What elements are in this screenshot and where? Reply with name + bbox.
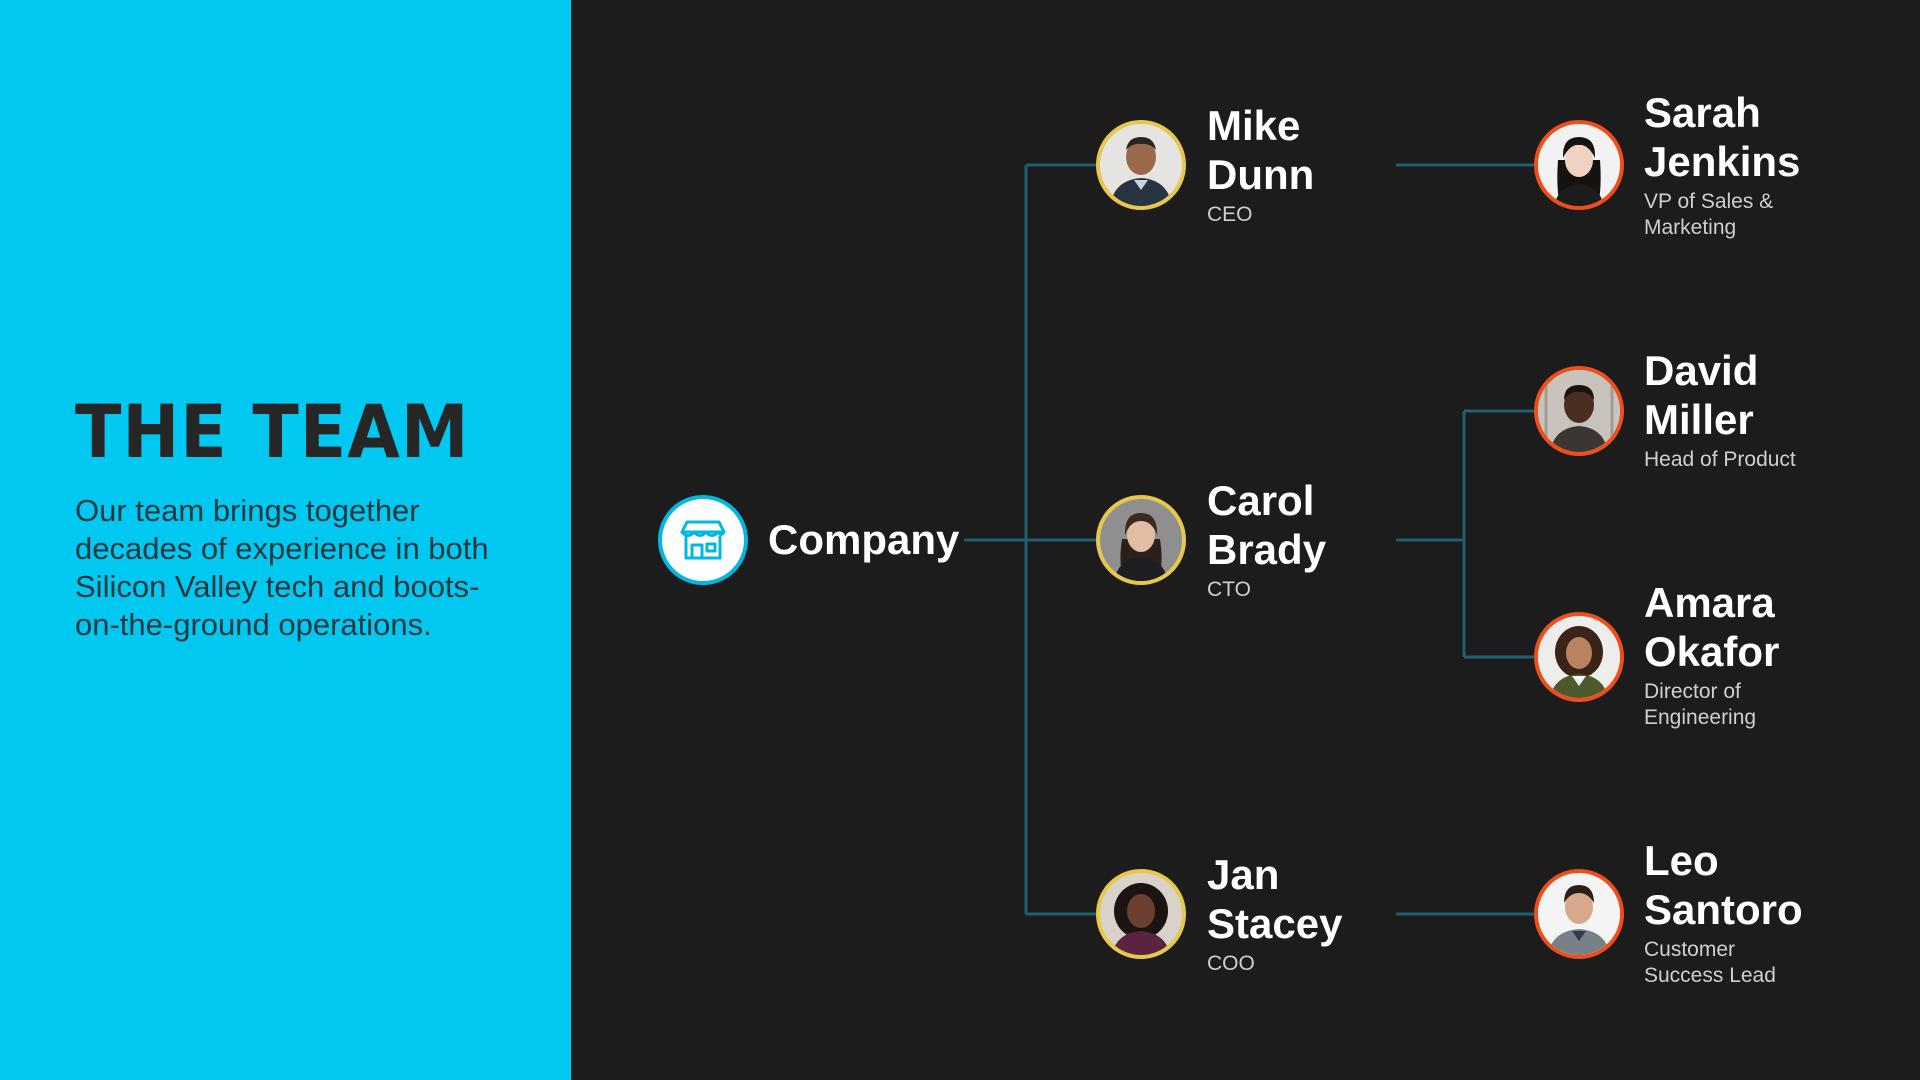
avatar-leo-santoro[interactable] [1534,869,1624,959]
person-role: CEO [1207,203,1253,226]
person-carol-brady: Carol Brady CTO [1207,476,1326,603]
person-first-name: Sarah [1644,89,1761,136]
person-photo-icon [1538,616,1620,698]
person-last-name: Dunn [1207,151,1315,198]
person-leo-santoro: Leo Santoro Customer Success Lead [1644,836,1803,989]
person-first-name: Jan [1207,851,1280,898]
person-photo-icon [1100,873,1182,955]
building-icon [680,520,726,560]
intro-panel: THE TEAM Our team brings together decade… [0,0,571,1080]
person-first-name: David [1644,347,1759,394]
avatar-sarah-jenkins[interactable] [1534,120,1624,210]
person-last-name: Brady [1207,526,1327,573]
avatar-mike-dunn[interactable] [1096,120,1186,210]
person-last-name: Jenkins [1644,138,1801,185]
person-role-continued: Marketing [1644,216,1737,239]
person-sarah-jenkins: Sarah Jenkins VP of Sales & Marketing [1644,88,1800,241]
person-role: CTO [1207,578,1251,601]
person-last-name: Okafor [1644,628,1780,675]
person-jan-stacey: Jan Stacey COO [1207,850,1342,977]
person-amara-okafor: Amara Okafor Director of Engineering [1644,578,1779,731]
person-role: Director of [1644,680,1741,703]
team-description: Our team brings together decades of expe… [75,493,489,642]
avatar-carol-brady[interactable] [1096,495,1186,585]
person-photo-icon [1538,124,1620,206]
person-role-continued: Success Lead [1644,964,1776,987]
avatar-amara-okafor[interactable] [1534,612,1624,702]
person-last-name: Miller [1644,396,1754,443]
avatar-david-miller[interactable] [1534,366,1624,456]
person-first-name: Carol [1207,477,1315,524]
person-first-name: Mike [1207,102,1301,149]
person-photo-icon [1538,873,1620,955]
company-label: Company [768,516,960,563]
avatar-jan-stacey[interactable] [1096,869,1186,959]
person-photo-icon [1538,370,1620,452]
person-role: VP of Sales & [1644,190,1774,213]
page-title: THE TEAM [75,389,470,476]
person-role: Head of Product [1644,448,1796,471]
company-node[interactable] [658,495,748,585]
person-last-name: Stacey [1207,900,1343,947]
person-role: Customer [1644,938,1736,961]
person-last-name: Santoro [1644,886,1803,933]
person-role-continued: Engineering [1644,706,1757,729]
person-photo-icon [1100,499,1182,581]
person-role: COO [1207,952,1255,975]
person-mike-dunn: Mike Dunn CEO [1207,101,1314,228]
person-david-miller: David Miller Head of Product [1644,346,1796,473]
person-photo-icon [1100,124,1182,206]
person-first-name: Leo [1644,837,1719,884]
person-first-name: Amara [1644,579,1775,626]
